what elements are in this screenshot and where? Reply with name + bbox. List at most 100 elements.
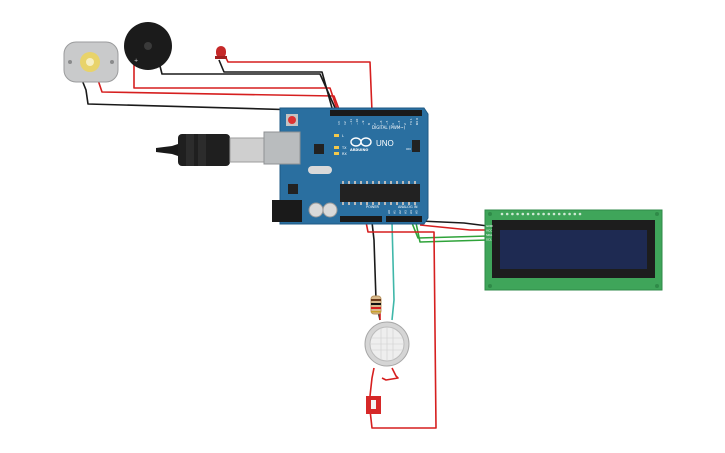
digital-label: DIGITAL (PWM~) xyxy=(372,125,406,130)
lcd-pin-label: SCL xyxy=(486,238,492,242)
digital-pin-label: 13 xyxy=(337,121,341,125)
analog-pin-label: A0 xyxy=(387,210,391,214)
digital-pin-label: 2 xyxy=(403,123,407,125)
digital-pin-label: ~5 xyxy=(385,120,389,125)
lcd-pin-dot xyxy=(568,212,571,216)
piezo-buzzer[interactable]: + xyxy=(124,22,172,70)
board-model: UNO xyxy=(376,139,394,148)
lcd-pin-label: VCC xyxy=(486,229,492,233)
lcd-pin-dot xyxy=(516,212,519,216)
wire-lcd-sda xyxy=(411,222,489,239)
motor-shaft xyxy=(86,58,94,66)
lcd-pin-dot xyxy=(547,212,551,216)
slide-switch[interactable] xyxy=(366,396,381,414)
led-l xyxy=(334,134,339,137)
digital-pin-label: ~3 xyxy=(397,120,401,125)
digital-pin-label: ~10 xyxy=(355,119,359,125)
led-base xyxy=(215,56,227,59)
icsp-header xyxy=(412,140,420,152)
power-jack xyxy=(272,200,302,222)
lcd-header-pins xyxy=(500,212,582,216)
lcd-pin-dot xyxy=(531,212,535,216)
digital-pin-label: 4 xyxy=(391,123,395,125)
lcd-pin-dot xyxy=(542,212,545,216)
wires xyxy=(81,57,489,429)
arduino-logo-icon xyxy=(350,137,372,147)
digital-pin-label: ~9 xyxy=(361,120,365,125)
label-led-l: L xyxy=(342,134,344,138)
digital-pin-label: 12 xyxy=(343,121,347,125)
motor-screw xyxy=(68,60,72,64)
lcd-mount-hole xyxy=(655,212,659,216)
digital-pin-label: 8 xyxy=(367,123,371,125)
lcd-pin-label: SDA xyxy=(486,233,493,237)
lcd-pin-dot xyxy=(557,212,561,216)
lcd-pin-dot xyxy=(500,212,504,216)
capacitor xyxy=(308,202,324,218)
power-label: POWER xyxy=(366,205,380,209)
lcd-pin-label: GND xyxy=(486,224,494,228)
usb-plug-grip xyxy=(198,134,206,166)
led-rx xyxy=(334,152,339,155)
lcd-pin-dot xyxy=(552,212,556,216)
led-body xyxy=(216,46,226,58)
analog-label: ANALOG IN xyxy=(398,205,418,209)
wire-motor-signal xyxy=(97,79,341,113)
analog-pin-label: A2 xyxy=(398,210,402,214)
analog-pin-label: A1 xyxy=(393,210,397,214)
usb-plug-grip xyxy=(186,134,194,166)
motor-screw xyxy=(110,60,114,64)
resistor-band xyxy=(371,303,381,305)
lcd-pin-dot xyxy=(563,212,566,216)
buzzer-plus: + xyxy=(134,58,138,64)
digital-header xyxy=(330,110,422,116)
chip-pins xyxy=(342,181,416,205)
wire-led-gnd xyxy=(218,59,333,109)
wire-sensor-loop-2 xyxy=(381,367,399,381)
lcd-pin-dot xyxy=(537,212,540,216)
usb-chip xyxy=(314,144,324,154)
lcd-pin-dot xyxy=(505,212,509,216)
wire-lcd-vcc xyxy=(419,224,488,231)
lcd-pin-dot xyxy=(511,212,514,216)
lcd-mount-hole xyxy=(488,284,492,288)
dc-motor[interactable] xyxy=(63,41,119,83)
resistor-band xyxy=(371,299,381,301)
usb-cable xyxy=(156,134,267,166)
crystal xyxy=(308,166,332,174)
wire-sensor-loop xyxy=(369,367,375,397)
lcd-pin-dot xyxy=(578,212,582,216)
led-on-label: ON xyxy=(406,147,411,151)
analog-pin-label: A4 xyxy=(409,210,413,214)
analog-header xyxy=(386,216,422,222)
atmega-chip xyxy=(340,184,420,202)
arduino-uno[interactable]: L TX RX ARDUINO UNO DIGITAL (PWM~) POWER… xyxy=(263,107,429,225)
red-led[interactable] xyxy=(215,46,227,59)
lcd-screen xyxy=(500,230,647,269)
wire-lcd-gnd xyxy=(419,220,489,227)
lcd-pin-dot xyxy=(573,212,577,216)
lcd-mount-hole xyxy=(655,284,659,288)
wire-sensor-signal xyxy=(391,221,395,321)
wire-lcd-scl xyxy=(415,222,489,243)
resistor[interactable] xyxy=(370,295,382,315)
digital-pin-label: TX 1 xyxy=(409,118,413,126)
switch-knob xyxy=(371,400,376,409)
gas-sensor[interactable] xyxy=(364,321,410,367)
digital-pin-label: RX 0 xyxy=(415,118,419,125)
wire-sensor-vcc xyxy=(365,221,437,429)
sensor-mesh-lines xyxy=(371,327,403,361)
lcd-pin-dot xyxy=(526,212,530,216)
lcd-pin-dot xyxy=(521,212,525,216)
wire-buzzer-signal xyxy=(133,64,339,113)
label-led-rx: RX xyxy=(342,152,347,156)
usb-jack xyxy=(263,131,301,165)
reset-button-cap xyxy=(288,116,296,124)
resistor-band xyxy=(371,307,381,309)
buzzer-hole xyxy=(144,42,152,50)
